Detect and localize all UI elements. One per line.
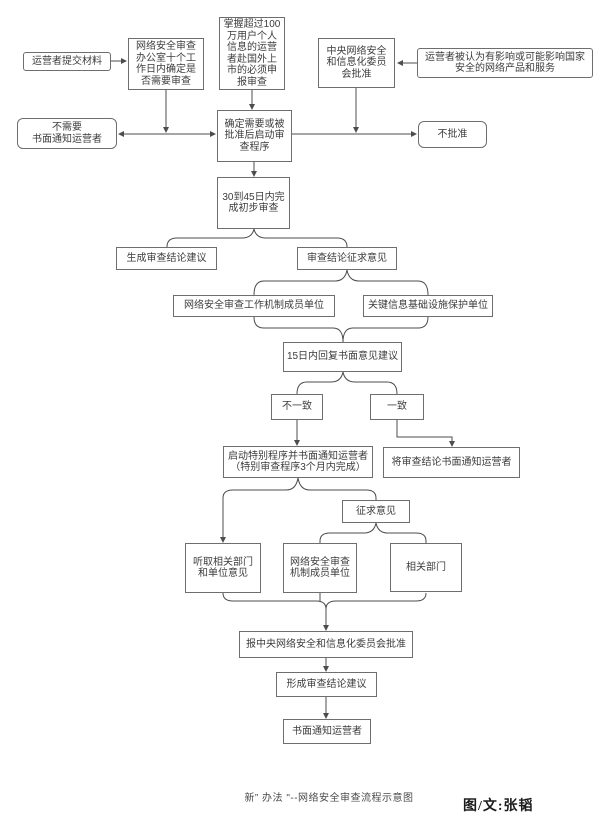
diagram-caption: 新” 办法 "--网络安全审查流程示意图 [244, 793, 414, 804]
node-report-to-cac-for-approval: 报中央网络安全和信息化委员会批准 [239, 631, 413, 658]
node-review-office-decision: 网络安全审查 办公室十个工 作日内确定是 否需要审查 [128, 38, 204, 90]
node-operator-submit: 运营者提交材料 [23, 52, 111, 71]
node-listen-departments-units: 听取相关部门 和单位意见 [185, 543, 261, 593]
node-inconsistent: 不一致 [271, 394, 323, 420]
node-review-mechanism-member-units: 网络安全审查工作机制成员单位 [173, 295, 335, 317]
node-generate-conclusion: 生成审查结论建议 [116, 247, 217, 270]
node-special-procedure: 启动特别程序并书面通知运营者 （特别审查程序3个月内完成） [223, 446, 373, 478]
node-overseas-listing-requirement: 掌握超过100 万用户个人 信息的运营 者赴国外上 市的必须申 报审查 [219, 17, 285, 90]
node-consult-opinions: 征求意见 [342, 500, 410, 523]
node-written-notice-operator: 书面通知运营者 [283, 719, 371, 744]
node-seek-opinions-on-conclusion: 审查结论征求意见 [297, 247, 397, 270]
node-deemed-impact-national-security: 运营者被认为有影响或可能影响国家 安全的网络产品和服务 [417, 48, 593, 78]
node-notify-operator-of-conclusion: 将审查结论书面通知运营者 [383, 447, 520, 478]
node-start-review-procedure: 确定需要或被 批准后启动审 查程序 [217, 110, 292, 162]
node-initial-review-30-45-days: 30到45日内完 成初步审查 [217, 177, 290, 229]
node-no-review-notify: 不需要 书面通知运营者 [17, 118, 117, 149]
author-credit: 图/文:张韬 [463, 799, 534, 814]
node-cac-approval: 中央网络安全 和信息化委员 会批准 [318, 38, 395, 88]
node-consistent: 一致 [370, 394, 424, 420]
node-cii-protection-units: 关键信息基础设施保护单位 [363, 295, 493, 317]
node-not-approved: 不批准 [418, 121, 487, 148]
node-mechanism-member-units-2: 网络安全审查 机制成员单位 [283, 543, 357, 593]
node-form-review-conclusion: 形成审查结论建议 [276, 672, 377, 697]
node-reply-within-15-days: 15日内回复书面意见建议 [283, 342, 402, 372]
node-related-departments: 相关部门 [390, 543, 462, 592]
